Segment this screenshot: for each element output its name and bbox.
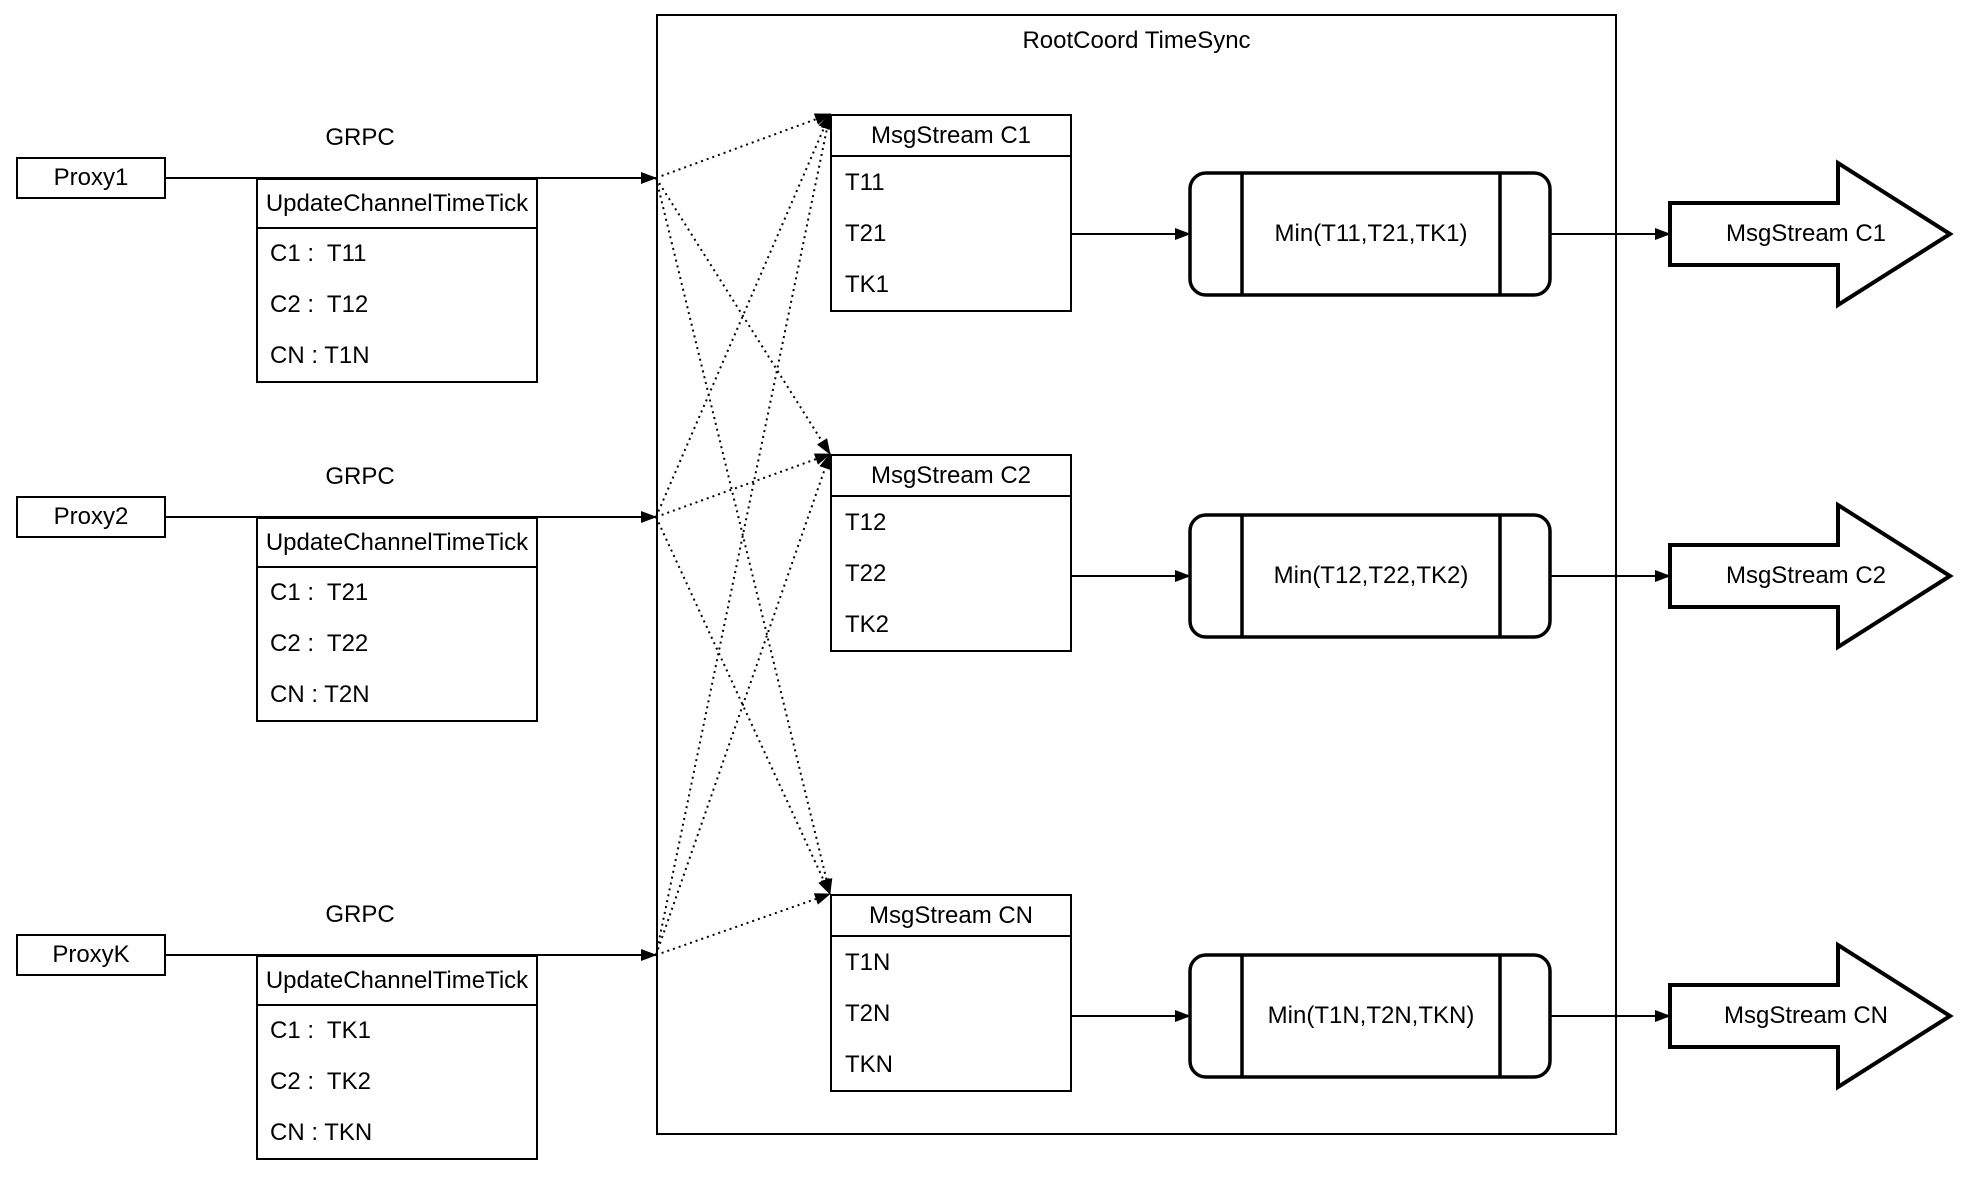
rootcoord-container bbox=[656, 14, 1617, 1135]
msgstream-table-c2-header: MsgStream C2 bbox=[832, 456, 1070, 497]
output-arrow-label-c1: MsgStream C1 bbox=[1725, 220, 1887, 247]
msgstream-table-c1-row: T11 bbox=[845, 168, 885, 196]
dotted-proxyk-c1 bbox=[655, 113, 833, 956]
msgstream-table-cn-row: T1N bbox=[845, 948, 891, 976]
update-table-3-header: UpdateChannelTimeTick bbox=[258, 957, 536, 1006]
min-box-cn bbox=[1188, 953, 1552, 1079]
update-table-2-row: C1 : T21 bbox=[270, 579, 369, 607]
msgstream-table-c2-row: T12 bbox=[845, 508, 887, 536]
msgstream-table-c1: MsgStream C1 T11 T21 TK1 bbox=[830, 114, 1072, 312]
msgstream-table-cn-row: TKN bbox=[845, 1050, 893, 1078]
grpc-label-2: GRPC bbox=[325, 463, 395, 490]
msgstream-table-cn-row: T2N bbox=[845, 999, 891, 1027]
update-table-2-row: C2 : T22 bbox=[270, 630, 369, 657]
dotted-proxy1-c1 bbox=[655, 113, 831, 179]
output-arrow-label-cn: MsgStream CN bbox=[1723, 1002, 1889, 1029]
msgstream-table-c2-row: T22 bbox=[845, 559, 887, 587]
update-table-1-row: CN : T1N bbox=[270, 341, 370, 369]
min-box-c2 bbox=[1188, 513, 1552, 639]
update-table-3-row: C1 : TK1 bbox=[270, 1017, 371, 1045]
dotted-proxy2-c1 bbox=[655, 113, 831, 518]
update-table-3-row: C2 : TK2 bbox=[270, 1068, 371, 1095]
msgstream-table-cn: MsgStream CN T1N T2N TKN bbox=[830, 894, 1072, 1092]
msgstream-table-c1-header: MsgStream C1 bbox=[832, 116, 1070, 157]
update-table-1-header: UpdateChannelTimeTick bbox=[258, 180, 536, 229]
msgstream-table-c2: MsgStream C2 T12 T22 TK2 bbox=[830, 454, 1072, 652]
min-label-c2: Min(T12,T22,TK2) bbox=[1273, 562, 1469, 589]
update-table-3: UpdateChannelTimeTick C1 : TK1 C2 : TK2 … bbox=[256, 955, 538, 1160]
update-table-2-header: UpdateChannelTimeTick bbox=[258, 519, 536, 568]
update-table-2-row: CN : T2N bbox=[270, 680, 370, 708]
msgstream-table-cn-header: MsgStream CN bbox=[832, 896, 1070, 937]
msgstream-table-c2-row: TK2 bbox=[845, 610, 890, 638]
output-arrow-c2 bbox=[1668, 501, 1954, 651]
proxy2-box: Proxy2 bbox=[16, 496, 166, 538]
update-table-1: UpdateChannelTimeTick C1 : T11 C2 : T12 … bbox=[256, 178, 538, 383]
proxyk-box: ProxyK bbox=[16, 934, 166, 976]
output-arrow-c1 bbox=[1668, 159, 1954, 309]
grpc-label-3: GRPC bbox=[325, 901, 395, 928]
dotted-proxy2-c2 bbox=[655, 453, 831, 518]
proxy1-label: Proxy1 bbox=[53, 164, 129, 191]
proxy1-box: Proxy1 bbox=[16, 157, 166, 199]
update-table-1-row: C2 : T12 bbox=[270, 291, 369, 318]
proxyk-label: ProxyK bbox=[52, 941, 130, 968]
grpc-label-1: GRPC bbox=[325, 124, 395, 151]
rootcoord-title: RootCoord TimeSync bbox=[1022, 27, 1251, 54]
dotted-proxyk-cn bbox=[655, 893, 831, 956]
update-table-3-row: CN : TKN bbox=[270, 1118, 373, 1146]
min-label-cn: Min(T1N,T2N,TKN) bbox=[1267, 1002, 1475, 1029]
update-table-2: UpdateChannelTimeTick C1 : T21 C2 : T22 … bbox=[256, 517, 538, 722]
min-label-c1: Min(T11,T21,TK1) bbox=[1274, 220, 1468, 247]
update-table-1-row: C1 : T11 bbox=[270, 240, 367, 268]
min-box-c1 bbox=[1188, 171, 1552, 297]
dotted-proxyk-c2 bbox=[655, 453, 831, 956]
proxy2-label: Proxy2 bbox=[53, 503, 129, 530]
output-arrow-cn bbox=[1668, 941, 1954, 1091]
dotted-proxy1-c2 bbox=[655, 177, 831, 455]
msgstream-table-c1-row: TK1 bbox=[845, 270, 890, 298]
output-arrow-label-c2: MsgStream C2 bbox=[1725, 562, 1887, 589]
msgstream-table-c1-row: T21 bbox=[845, 219, 887, 247]
